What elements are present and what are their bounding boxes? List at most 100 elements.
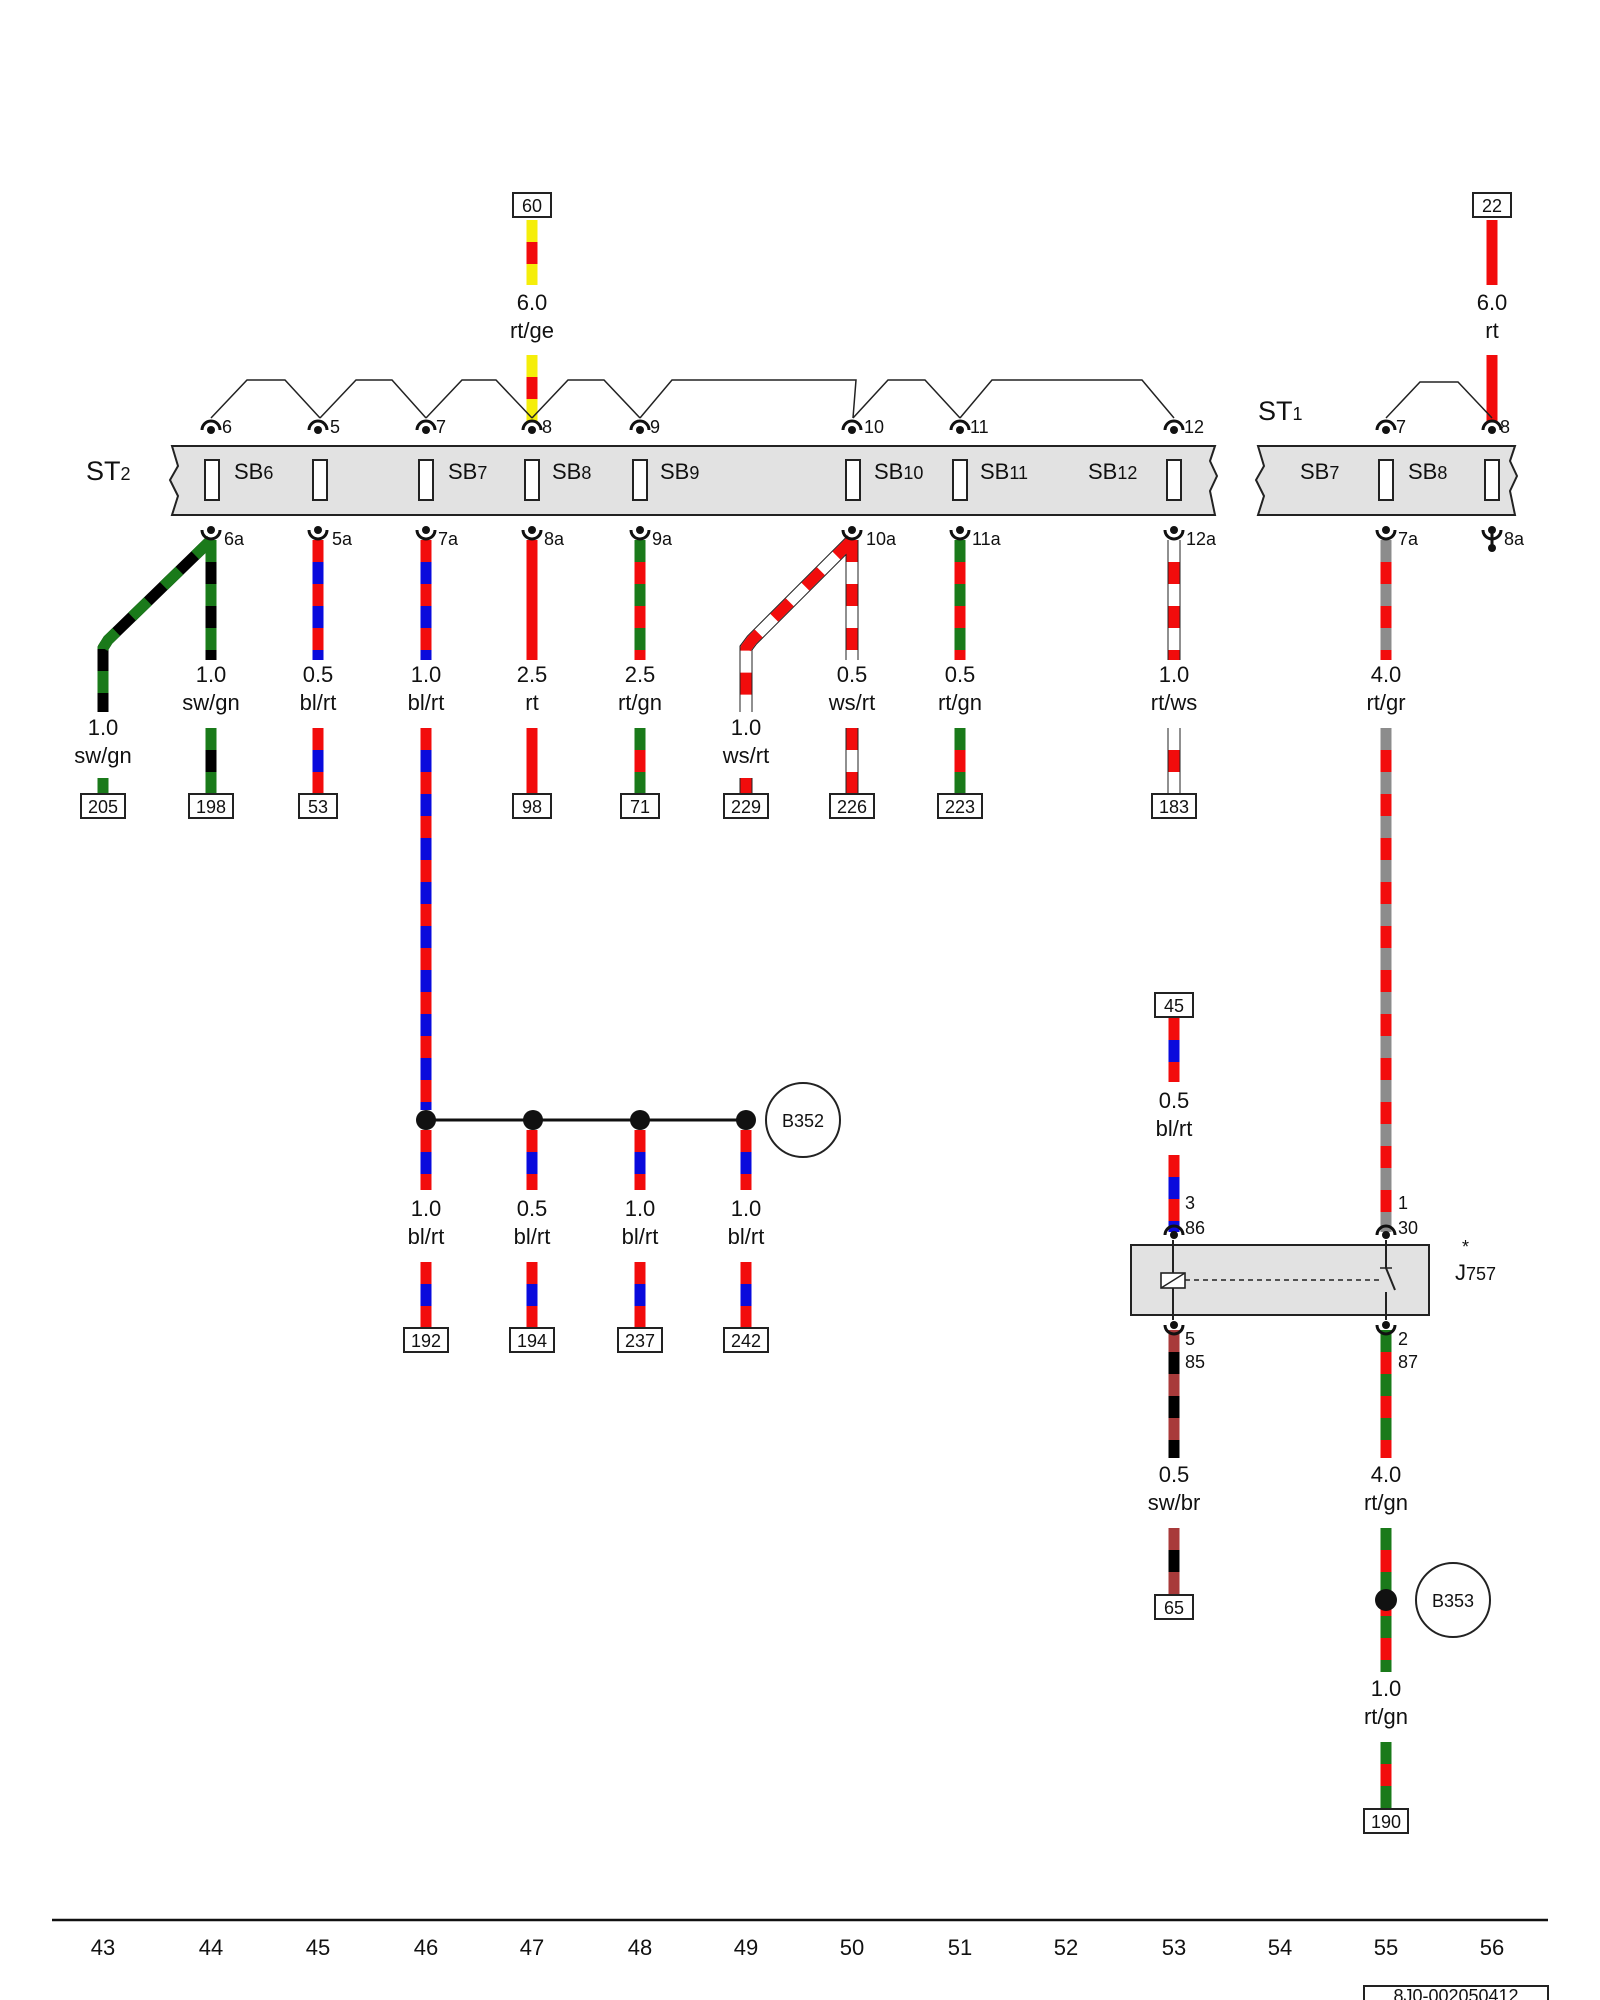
wire-22-size-label: 6.0 xyxy=(1477,290,1508,315)
wire-45-size-label: 0.5 xyxy=(1159,1088,1190,1113)
column-number: 55 xyxy=(1374,1935,1398,1960)
fuse-sb12-top-pin: 12 xyxy=(1184,417,1204,437)
ref-45[interactable] xyxy=(1154,992,1194,1018)
fuse-top-pin xyxy=(415,419,437,431)
fuse-sb7[interactable]: SB7 7 7a xyxy=(418,417,487,549)
wire-55-color-label: rt/gr xyxy=(1366,690,1405,715)
fuse-sb12[interactable]: SB12 12 12a xyxy=(1088,417,1217,549)
ref-53-text: 53 xyxy=(308,797,328,817)
relay-j757[interactable]: J757 * 3 86 1 30 5 85 2 87 xyxy=(1130,1193,1496,1372)
fuse-sb6-bottom-pin: 6a xyxy=(224,529,245,549)
column-number: 47 xyxy=(520,1935,544,1960)
wire-229-color-label: ws/rt xyxy=(722,743,769,768)
ref-190[interactable] xyxy=(1363,1808,1409,1834)
fuse-sb10-label: SB xyxy=(874,459,903,484)
fuse-top-pin-dot xyxy=(207,426,215,434)
fuse-top-pin-dot xyxy=(1170,426,1178,434)
relay-30-pin xyxy=(1375,1224,1397,1236)
fuse-bridge-lines xyxy=(210,379,1493,419)
relay-j757-note-marker: * xyxy=(1462,1237,1469,1257)
wire-46-size-label: 1.0 xyxy=(411,662,442,687)
wire-98-size-label: 2.5 xyxy=(517,662,548,687)
fuse-bottom-pin-dot xyxy=(314,526,322,534)
column-number: 49 xyxy=(734,1935,758,1960)
fuse-sb10[interactable]: SB10 10 10a xyxy=(845,417,923,549)
fuse-bottom-pin-dot xyxy=(1488,526,1496,534)
fuse-sb6-top-pin: 6 xyxy=(222,417,232,437)
ref-198[interactable] xyxy=(188,793,234,819)
svg-text:SB8: SB8 xyxy=(552,459,591,484)
svg-text:SB11: SB11 xyxy=(980,459,1028,484)
document-id-box: 8J0-002050412 xyxy=(1363,1985,1549,2000)
fuse-bottom-pin-dot xyxy=(1382,526,1390,534)
wire-53-color-label: bl/rt xyxy=(300,690,337,715)
ref-223[interactable] xyxy=(937,793,983,819)
wire-87-color-label: rt/gn xyxy=(1364,1490,1408,1515)
ref-183-text: 183 xyxy=(1159,797,1189,817)
fuse-top-pin xyxy=(1163,419,1185,431)
fuse-bottom-pin-dot xyxy=(1170,526,1178,534)
ref-192[interactable] xyxy=(403,1327,449,1353)
column-number: 44 xyxy=(199,1935,223,1960)
fuse-bottom-pin xyxy=(629,529,651,541)
ref-60-text: 60 xyxy=(522,196,542,216)
fuse-bottom-pin-dot xyxy=(207,526,215,534)
fuse-sb11-top-pin: 11 xyxy=(970,417,989,437)
fuse-sb6[interactable]: SB6 6 6a xyxy=(204,417,273,549)
fuse-sb11[interactable]: SB11 11 11a xyxy=(952,417,1028,549)
ref-242-text: 242 xyxy=(731,1331,761,1351)
fuse-bottom-pin xyxy=(307,529,329,541)
fuse-sb5-top-pin: 5 xyxy=(330,417,340,437)
fuse-st1-sb8[interactable]: SB8 8 8a xyxy=(1408,417,1525,549)
fuse-top-pin-dot xyxy=(636,426,644,434)
ref-60[interactable] xyxy=(512,192,552,218)
ref-98[interactable] xyxy=(512,793,552,819)
wire-229-upper-stripe xyxy=(740,536,856,712)
fuse-bottom-pin xyxy=(1163,529,1185,541)
wire-205-color-label: sw/gn xyxy=(74,743,131,768)
fuse-top-pin-dot xyxy=(314,426,322,434)
ref-226-text: 226 xyxy=(837,797,867,817)
relay-85-pin xyxy=(1163,1324,1185,1336)
relay-pin-3: 3 xyxy=(1185,1193,1195,1213)
ref-205[interactable] xyxy=(80,793,126,819)
fuse-st1-sb7[interactable]: SB7 7 7a xyxy=(1300,417,1419,549)
wire-segments xyxy=(97,220,1498,1810)
ref-183[interactable] xyxy=(1151,793,1197,819)
fuse-sb7-bottom-pin: 7a xyxy=(438,529,459,549)
ref-65[interactable] xyxy=(1154,1594,1194,1620)
fuse-sb5[interactable]: 5 5a xyxy=(312,417,353,549)
relay-86-pin xyxy=(1163,1224,1185,1236)
wire-226-color-label: ws/rt xyxy=(828,690,875,715)
ref-226[interactable] xyxy=(829,793,875,819)
fuse-top-pin-dot xyxy=(956,426,964,434)
ref-194[interactable] xyxy=(509,1327,555,1353)
relay-30-pin-dot xyxy=(1382,1231,1390,1239)
fuse-sb7-label: SB xyxy=(448,459,477,484)
fuse-top-pin xyxy=(200,419,222,431)
fuse-top-pin-dot xyxy=(1488,426,1496,434)
fuse-sb12-bottom-pin: 12a xyxy=(1186,529,1217,549)
fuse-top-pin xyxy=(949,419,971,431)
wire-198-color-label: sw/gn xyxy=(182,690,239,715)
relay-pin-5: 5 xyxy=(1185,1329,1195,1349)
terminal-pins xyxy=(200,419,1503,1336)
splice-b352[interactable]: B352 xyxy=(416,1082,841,1158)
ref-242[interactable] xyxy=(723,1327,769,1353)
fuse-top-pin xyxy=(1375,419,1397,431)
fuse-sb8[interactable]: SB8 8 8a xyxy=(524,417,591,549)
fuse-sb9[interactable]: SB9 9 9a xyxy=(632,417,699,549)
ref-22[interactable] xyxy=(1472,192,1512,218)
ref-237[interactable] xyxy=(617,1327,663,1353)
ref-229[interactable] xyxy=(723,793,769,819)
splice-b353[interactable]: B353 xyxy=(1375,1562,1491,1638)
fuse-sb12-label: SB xyxy=(1088,459,1117,484)
wire-183-size-label: 1.0 xyxy=(1159,662,1190,687)
ref-190-text: 190 xyxy=(1371,1812,1401,1832)
ref-71-text: 71 xyxy=(630,797,650,817)
ref-71[interactable] xyxy=(620,793,660,819)
ref-53[interactable] xyxy=(298,793,338,819)
wire-45-color-label: bl/rt xyxy=(1156,1116,1193,1141)
wire-65-size-label: 0.5 xyxy=(1159,1462,1190,1487)
